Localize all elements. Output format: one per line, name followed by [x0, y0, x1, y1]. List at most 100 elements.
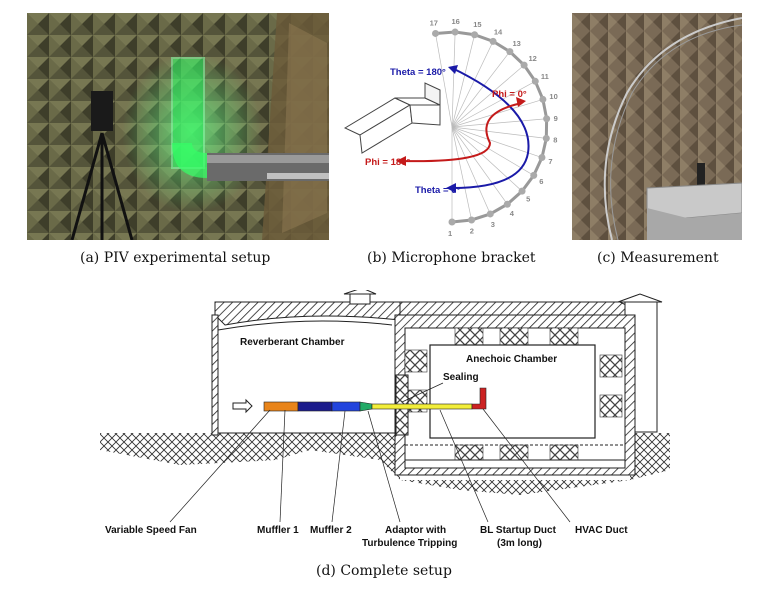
microphone-position — [468, 216, 476, 224]
acoustic-wedge — [549, 327, 579, 346]
position-number: 14 — [494, 27, 503, 36]
microphone-position — [530, 171, 538, 179]
position-number: 11 — [541, 72, 549, 81]
acoustic-wedge — [499, 327, 529, 346]
bracket-ray — [451, 126, 491, 215]
measurement-photo — [572, 13, 742, 240]
piv-setup-photo — [27, 13, 329, 240]
microphone-position — [451, 28, 459, 36]
microphone-position — [448, 218, 456, 226]
adaptor-segment — [359, 401, 373, 412]
position-number: 10 — [549, 92, 557, 101]
microphone-position — [531, 77, 539, 85]
measurement-photo-illustration — [572, 13, 742, 240]
bracket-ray — [451, 34, 475, 128]
reverberant-left-wall — [211, 314, 219, 436]
position-number: 3 — [491, 220, 495, 229]
acoustic-wedge — [599, 394, 623, 418]
reverberant-ceiling — [217, 320, 393, 331]
bracket-ray — [451, 126, 543, 158]
adaptor-label-line1: Adaptor with — [385, 525, 446, 536]
bracket-ray — [451, 126, 547, 139]
bl-label-line2: (3m long) — [497, 538, 542, 549]
bracket-ray — [451, 64, 525, 128]
acoustic-wedge — [499, 444, 529, 461]
theta-curve — [451, 67, 530, 189]
reverberant-label: Reverberant Chamber — [240, 337, 345, 348]
acoustic-wedge — [454, 327, 484, 346]
anechoic-label: Anechoic Chamber — [466, 354, 557, 365]
acoustic-wedge — [404, 349, 428, 373]
caption-c: (c) Measurement — [597, 250, 719, 266]
caption-d: (d) Complete setup — [316, 563, 452, 579]
bracket-ray — [451, 32, 456, 128]
microphone-position — [506, 48, 514, 56]
position-number: 4 — [510, 209, 515, 218]
phi-arrow-top — [516, 97, 526, 107]
acoustic-wedge — [549, 444, 579, 461]
hvac-label: HVAC Duct — [575, 525, 628, 536]
sealing-label: Sealing — [443, 372, 479, 383]
microphone-position — [503, 200, 511, 208]
microphone-position — [432, 29, 440, 37]
bracket-ray — [451, 51, 511, 128]
duct-sketch — [343, 82, 441, 154]
adaptor-label-line2: Turbulence Tripping — [362, 538, 457, 549]
microphone-position — [542, 134, 550, 142]
bracket-ray — [451, 80, 536, 128]
position-number: 15 — [473, 20, 481, 29]
phi-180-label: Phi = 180° — [365, 157, 410, 168]
microphone-position — [539, 95, 547, 103]
phi-0-label: Phi = 0° — [492, 89, 527, 100]
bracket-ray — [451, 126, 508, 205]
muffler2-label: Muffler 2 — [310, 525, 352, 536]
position-number: 2 — [470, 227, 474, 236]
piv-photo-illustration — [27, 13, 329, 240]
position-number: 9 — [554, 114, 558, 123]
microphone-position — [543, 115, 551, 123]
complete-setup-diagram: Reverberant Chamber Anechoic Chamber Sea… — [100, 287, 670, 555]
position-number: 17 — [430, 19, 438, 28]
phi-arrow-bottom — [396, 156, 406, 166]
theta-arrow-top — [448, 65, 458, 74]
position-number: 6 — [539, 177, 543, 186]
bracket-ray — [451, 126, 523, 192]
bracket-ray — [451, 99, 544, 128]
hvac-segment — [471, 387, 487, 410]
position-number: 1 — [448, 229, 452, 238]
flow-arrow — [232, 398, 253, 414]
microphone-position — [538, 154, 546, 162]
wedge-blocks — [404, 327, 623, 461]
bracket-ray — [451, 118, 547, 128]
caption-b: (b) Microphone bracket — [367, 250, 536, 266]
bl-label-line1: BL Startup Duct — [480, 525, 557, 536]
microphone-position — [471, 31, 479, 39]
acoustic-wedge — [454, 444, 484, 461]
setup-svg: Reverberant Chamber Anechoic Chamber Sea… — [100, 287, 670, 549]
theta-180-label: Theta = 180° — [390, 67, 446, 78]
microphone-position — [520, 61, 528, 69]
acoustic-wedge — [599, 354, 623, 378]
position-number: 5 — [526, 195, 530, 204]
position-number: 13 — [513, 39, 521, 48]
microphone-position — [518, 187, 526, 195]
theta-arrow-bottom — [446, 183, 456, 193]
anechoic-chamber-box — [429, 344, 596, 439]
ground-hatch — [100, 433, 670, 495]
fan-segment — [263, 401, 299, 412]
caption-a: (a) PIV experimental setup — [80, 250, 271, 266]
position-number: 8 — [553, 136, 557, 145]
microphone-position — [486, 210, 494, 218]
bracket-ray — [451, 126, 472, 221]
microphone-position — [489, 37, 497, 45]
muffler1-segment — [297, 401, 333, 412]
phi-curve — [399, 102, 523, 163]
position-number: 12 — [528, 54, 536, 63]
muffler2-segment — [331, 401, 361, 412]
bracket-ray — [435, 33, 453, 128]
bl-startup-segment — [371, 403, 473, 410]
bracket-ray — [451, 126, 534, 176]
